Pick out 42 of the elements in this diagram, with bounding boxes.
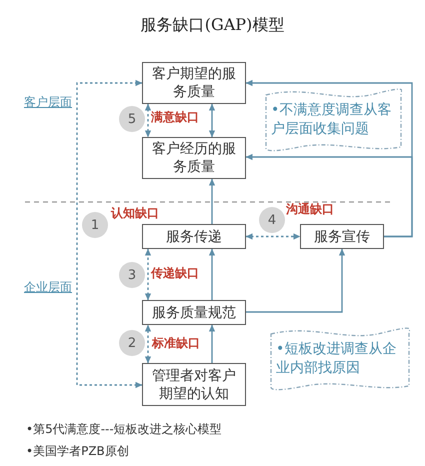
arrow [208, 178, 216, 224]
dashed-arrow [76, 80, 142, 388]
wavy-note-banner [265, 88, 402, 152]
gap-number: 1 [90, 218, 100, 232]
level-label: 客户层面 [24, 95, 72, 110]
gap-label: 满意缺口 [151, 110, 199, 125]
wavy-note-banner [270, 327, 410, 391]
arrow [208, 324, 216, 363]
dashed-arrow [246, 233, 300, 240]
gap-label: 传递缺口 [151, 266, 199, 281]
step-label: 管理者对客户期望的认知 [151, 366, 237, 402]
step-label: 客户经历的服务质量 [151, 140, 237, 176]
process-box [142, 137, 246, 179]
arrow [208, 104, 216, 138]
step-label: 服务传递 [166, 228, 222, 246]
gap-label: 标准缺口 [152, 336, 200, 351]
note-text: •不满意度调查从客户层面收集问题 [271, 101, 392, 139]
footnote: •美国学者PZB原创 [26, 443, 129, 459]
dashed-arrow [144, 248, 152, 300]
step-label: 服务宣传 [314, 228, 370, 246]
arrow [246, 154, 413, 238]
dashed-arrow [144, 104, 152, 138]
process-box [142, 62, 246, 104]
note-text: •短板改进调查从企业内部找原因 [276, 340, 398, 378]
dashed-arrow [144, 324, 152, 364]
gap-label: 沟通缺口 [286, 202, 334, 217]
diagram-title: 服务缺口(GAP)模型 [140, 15, 284, 35]
gap-number: 2 [128, 336, 136, 350]
process-box [300, 224, 384, 249]
footnote: •第5代满意度---短板改进之核心模型 [26, 421, 222, 437]
step-label: 客户期望的服务质量 [151, 65, 237, 101]
level-label: 企业层面 [24, 280, 72, 295]
process-box [142, 300, 246, 325]
process-box [142, 363, 246, 406]
step-label: 服务质量规范 [152, 304, 236, 322]
arrow [246, 248, 346, 313]
gap-label: 认知缺口 [111, 206, 159, 221]
arrow [208, 248, 216, 300]
gap-number: 3 [128, 268, 136, 282]
gap-number: 5 [128, 112, 136, 126]
process-box [142, 224, 246, 249]
gap-number: 4 [268, 212, 276, 228]
